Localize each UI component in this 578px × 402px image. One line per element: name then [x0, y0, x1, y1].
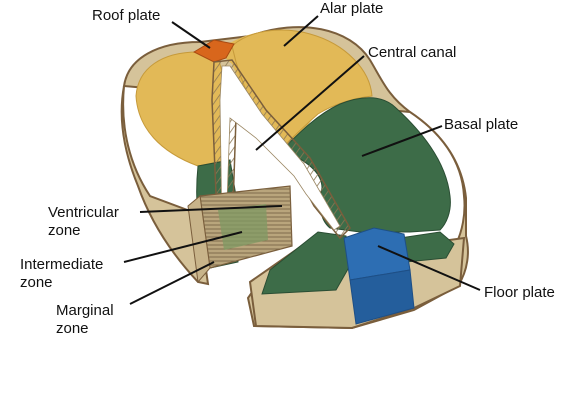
- label-marginal-zone: Marginal zone: [56, 302, 114, 338]
- label-roof-plate: Roof plate: [92, 7, 161, 24]
- leader-floor-plate: [377, 245, 481, 291]
- label-central-canal: Central canal: [368, 44, 457, 61]
- label-marginal-line1: Marginal: [56, 302, 114, 319]
- cut-face-marginal: [187, 195, 211, 284]
- leader-lines: [123, 15, 481, 305]
- label-intermediate-line2: zone: [20, 274, 53, 291]
- label-ventricular-line2: zone: [48, 222, 81, 239]
- leader-ventricular-zone: [139, 205, 283, 213]
- label-alar-plate: Alar plate: [320, 0, 384, 17]
- floor-plate-top: [343, 227, 411, 281]
- leader-alar-plate: [283, 15, 319, 47]
- floor-plate-front: [349, 269, 415, 325]
- label-ventricular-line1: Ventricular: [48, 204, 119, 221]
- label-intermediate-line1: Intermediate: [20, 256, 104, 273]
- leader-marginal-zone: [129, 261, 215, 305]
- left-outer-slab: [120, 85, 210, 286]
- label-floor-plate: Floor plate: [484, 284, 555, 301]
- cut-face-intermediate: [218, 204, 268, 250]
- label-ventricular-zone: Ventricular zone: [48, 204, 119, 240]
- roof-plate-region: [192, 39, 235, 63]
- label-marginal-line2: zone: [56, 320, 89, 337]
- label-intermediate-zone: Intermediate zone: [20, 256, 103, 292]
- leader-roof-plate: [171, 21, 211, 49]
- leader-basal-plate: [361, 125, 443, 157]
- leader-intermediate-zone: [123, 231, 243, 263]
- leader-central-canal: [255, 55, 365, 151]
- label-basal-plate: Basal plate: [444, 116, 519, 133]
